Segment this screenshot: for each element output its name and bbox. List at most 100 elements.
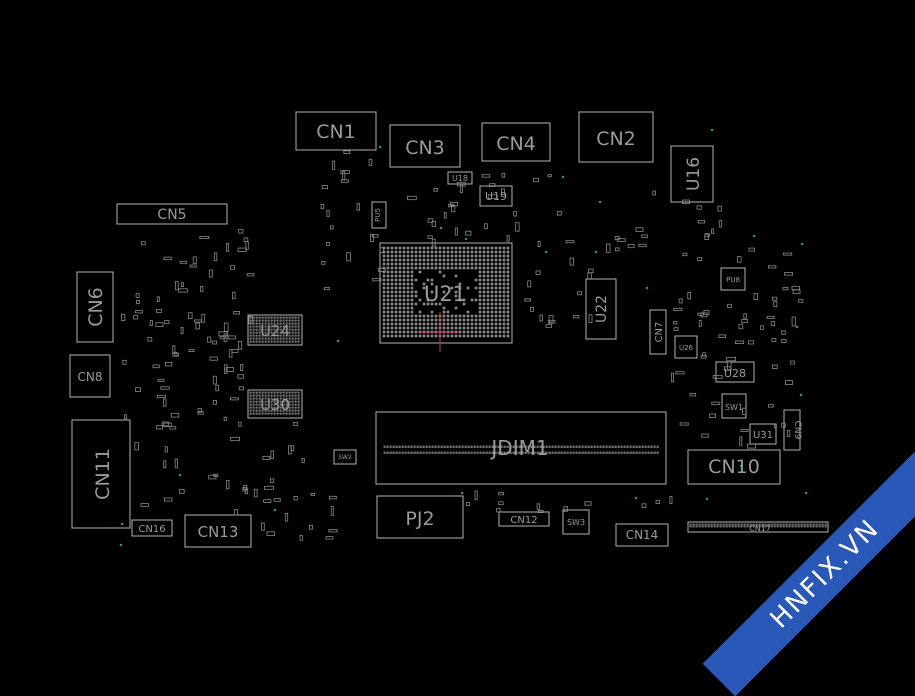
via: [460, 491, 464, 495]
cn2-outline[interactable]: [578, 111, 654, 163]
cn11-outline[interactable]: [71, 419, 131, 529]
smd-component: [782, 287, 789, 291]
smd-component: [197, 408, 202, 413]
dimm-pin: [593, 445, 596, 448]
cn7-outline[interactable]: [649, 309, 667, 355]
bga-ball: [282, 391, 285, 394]
dimm-pin: [515, 451, 518, 454]
pj2-outline[interactable]: [376, 495, 464, 539]
u24-outline[interactable]: [247, 314, 303, 346]
label-cn6: CN6: [85, 287, 107, 327]
bga-ball: [291, 403, 294, 406]
bga-ball: [291, 316, 294, 319]
bga-ball: [252, 403, 255, 406]
cn14-outline[interactable]: [615, 523, 669, 547]
dimm-pin: [464, 451, 467, 454]
cn10-outline[interactable]: [687, 449, 781, 485]
bga-ball: [252, 337, 255, 340]
smd-component: [474, 490, 478, 501]
dimm-pin: [521, 451, 524, 454]
bga-ball: [255, 319, 258, 322]
cn5-outline[interactable]: [116, 203, 228, 225]
bga-ball: [258, 340, 261, 343]
cn13-outline[interactable]: [184, 514, 252, 548]
via: [336, 339, 340, 343]
bga-ball: [267, 409, 270, 412]
cn8-outline[interactable]: [69, 354, 111, 398]
pu8-outline[interactable]: [720, 267, 746, 291]
bga-ball: [297, 412, 300, 415]
u28-outline[interactable]: [715, 361, 755, 383]
dimm-pin: [440, 451, 443, 454]
bga-ball: [294, 319, 297, 322]
smd-component: [225, 367, 235, 372]
dimm-pin: [434, 451, 437, 454]
bga-ball: [267, 334, 270, 337]
u22-outline[interactable]: [585, 278, 617, 340]
bga-ball: [297, 394, 300, 397]
smd-component: [689, 393, 697, 397]
cn16-outline[interactable]: [131, 519, 173, 537]
smd-component: [700, 355, 707, 359]
cn3-outline[interactable]: [389, 124, 461, 168]
cn17-outline[interactable]: [687, 521, 829, 533]
smd-component: [556, 210, 562, 216]
bga-ball: [261, 319, 264, 322]
smd-component: [524, 298, 532, 302]
smd-component: [703, 310, 710, 315]
cn12-outline[interactable]: [498, 511, 550, 527]
bga-ball: [297, 334, 300, 337]
smd-component: [155, 322, 164, 327]
u31-outline[interactable]: [749, 423, 777, 445]
bga-ball: [297, 409, 300, 412]
u21-outline[interactable]: [379, 242, 513, 344]
bga-ball: [294, 316, 297, 319]
pu5-outline[interactable]: [371, 201, 387, 229]
bga-ball: [297, 328, 300, 331]
cn6-outline[interactable]: [76, 271, 114, 343]
smd-component: [330, 506, 334, 516]
bga-ball: [252, 412, 255, 415]
bga-ball: [282, 322, 285, 325]
connector-pin: [800, 523, 803, 528]
dimm-pin: [578, 451, 581, 454]
bga-ball: [261, 334, 264, 337]
bga-ball: [285, 406, 288, 409]
bga-ball: [252, 322, 255, 325]
sw3-outline[interactable]: [562, 509, 590, 535]
bga-ball: [291, 328, 294, 331]
smd-component: [225, 480, 230, 490]
dimm-pin: [443, 451, 446, 454]
dimm-pin: [632, 445, 635, 448]
cn4-outline[interactable]: [481, 122, 551, 162]
dimm-pin: [398, 451, 401, 454]
bga-ball: [258, 337, 261, 340]
sw1-outline[interactable]: [721, 393, 747, 419]
bga-ball: [279, 394, 282, 397]
cn1-outline[interactable]: [295, 111, 377, 151]
dimm-pin: [482, 451, 485, 454]
via: [594, 250, 598, 254]
sw2-outline[interactable]: [333, 449, 357, 465]
u26-outline[interactable]: [674, 335, 698, 359]
bga-ball: [282, 325, 285, 328]
smd-component: [340, 170, 350, 174]
u16-outline[interactable]: [670, 145, 714, 203]
connector-pin: [788, 523, 791, 528]
smd-component: [536, 503, 540, 510]
connector-pin: [728, 523, 731, 528]
jdim1-outline[interactable]: [375, 411, 667, 485]
smd-component: [238, 386, 245, 391]
dimm-pin: [575, 451, 578, 454]
smd-component: [498, 492, 505, 496]
bga-ball: [264, 322, 267, 325]
dimm-pin: [539, 445, 542, 448]
bga-ball: [273, 394, 276, 397]
smd-component: [231, 348, 239, 353]
dimm-pin: [599, 451, 602, 454]
dimm-pin: [491, 451, 494, 454]
smd-component: [427, 218, 434, 223]
u30-outline[interactable]: [247, 389, 303, 419]
cn9-outline[interactable]: [783, 409, 801, 451]
u19-outline[interactable]: [479, 185, 513, 207]
